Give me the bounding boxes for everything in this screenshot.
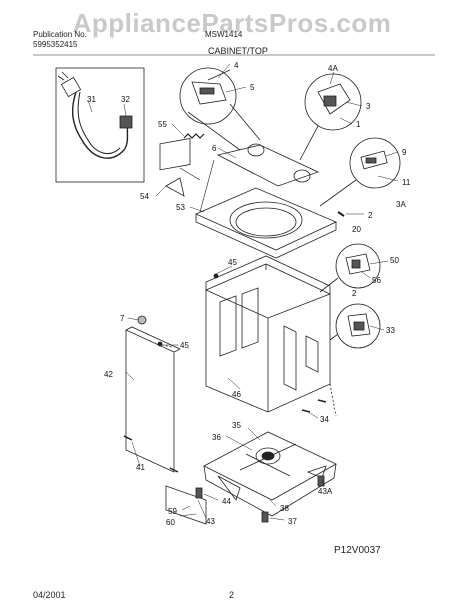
callout-54: 54 <box>140 192 149 201</box>
footer-date: 04/2001 <box>33 590 66 600</box>
lid-panel <box>216 143 320 187</box>
callout-11: 11 <box>402 178 411 187</box>
callout-2-mid: 2 <box>352 289 357 298</box>
callout-4A: 4A <box>328 64 338 73</box>
callout-3A: 3A <box>396 200 406 209</box>
front-panel <box>125 326 181 473</box>
callout-46: 46 <box>232 390 241 399</box>
callout-35: 35 <box>232 421 241 430</box>
callout-4: 4 <box>234 61 239 70</box>
callout-6: 6 <box>212 144 217 153</box>
callout-43: 43 <box>206 517 215 526</box>
callout-37: 37 <box>288 517 297 526</box>
callout-50: 50 <box>390 256 399 265</box>
callout-59: 59 <box>168 507 177 516</box>
diagram-code: P12V0037 <box>334 545 381 556</box>
screw-7 <box>137 315 147 325</box>
lid-bumper-detail <box>159 138 191 197</box>
detail-circle-cabinet-clip <box>319 243 381 293</box>
callout-45-mid: 45 <box>180 341 189 350</box>
callout-33: 33 <box>386 326 395 335</box>
screw-20 <box>337 211 345 217</box>
callout-32: 32 <box>121 95 130 104</box>
publication-label: Publication No. <box>33 30 87 39</box>
callout-38: 38 <box>280 504 289 513</box>
footer-page-number: 2 <box>229 590 235 600</box>
screws-41 <box>123 435 179 473</box>
callout-3: 3 <box>366 102 371 111</box>
callout-31: 31 <box>87 95 96 104</box>
detail-circle-hinge-right <box>299 73 362 161</box>
callout-53: 53 <box>176 203 185 212</box>
power-cord-inset <box>55 67 145 183</box>
detail-circle-lid-switch <box>319 137 401 207</box>
callout-41: 41 <box>136 463 145 472</box>
callout-44: 44 <box>222 497 231 506</box>
leader-lines <box>125 63 399 521</box>
callout-60: 60 <box>166 518 175 527</box>
callout-2-top: 2 <box>368 211 373 220</box>
callout-9: 9 <box>402 148 407 157</box>
callout-34: 34 <box>320 415 329 424</box>
callout-36: 36 <box>212 433 221 442</box>
callout-45-top: 45 <box>228 258 237 267</box>
callout-42: 42 <box>104 370 113 379</box>
watermark: AppliancePartsPros.com <box>72 8 392 38</box>
callout-56: 56 <box>372 276 381 285</box>
base-pan <box>203 431 337 517</box>
detail-circle-door-lock <box>329 303 381 349</box>
top-cover <box>195 187 337 259</box>
section-title: CABINET/TOP <box>208 46 268 56</box>
model-number: MSW1414 <box>205 30 243 39</box>
callout-43A: 43A <box>318 487 333 496</box>
callout-20: 20 <box>352 225 361 234</box>
callout-1: 1 <box>356 120 361 129</box>
leveling-feet <box>195 475 325 523</box>
callout-55: 55 <box>158 120 167 129</box>
spring-55 <box>183 133 205 139</box>
screws-34 <box>301 399 327 413</box>
callout-7: 7 <box>120 314 125 323</box>
callout-5: 5 <box>250 83 255 92</box>
detail-circle-top-hinge <box>179 67 261 151</box>
toe-board <box>165 485 207 525</box>
cabinet <box>205 255 331 413</box>
publication-number: 5995352415 <box>33 40 78 49</box>
